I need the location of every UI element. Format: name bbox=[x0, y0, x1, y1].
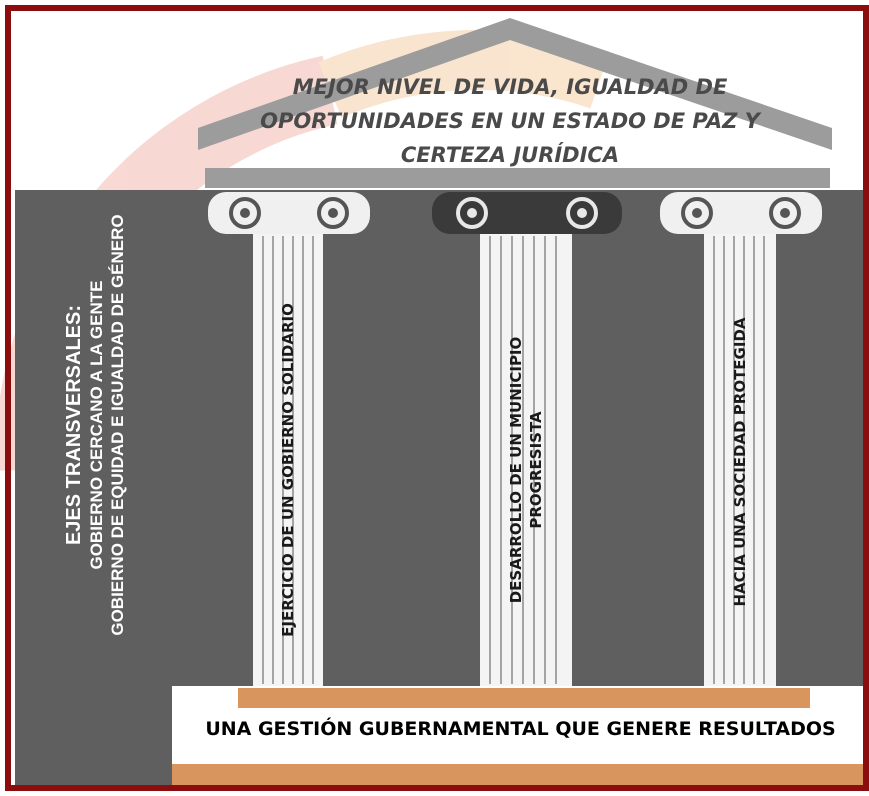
roof-pediment bbox=[198, 18, 832, 188]
pillar-2-label: DESARROLLO DE UN MUNICIPIO PROGRESISTA bbox=[506, 337, 546, 604]
pillar-3-label: HACIA UNA SOCIEDAD PROTEGIDA bbox=[730, 318, 750, 607]
base-platform bbox=[172, 686, 869, 786]
pillar-2-line-1: DESARROLLO DE UN MUNICIPIO bbox=[507, 336, 525, 604]
pillar-1 bbox=[208, 192, 370, 686]
frame-border bbox=[5, 5, 869, 791]
pillar-1-line-1: EJERCICIO DE UN GOBIERNO SOLIDARIO bbox=[279, 303, 297, 637]
pillar-2-line-2: PROGRESISTA bbox=[527, 411, 545, 529]
roof-line-1: MEJOR NIVEL DE VIDA, IGUALDAD DE bbox=[292, 75, 728, 99]
side-line-1: EJES TRANSVERSALES: bbox=[63, 304, 85, 546]
pillar-3-line-1: HACIA UNA SOCIEDAD PROTEGIDA bbox=[731, 317, 749, 607]
pillar-2 bbox=[432, 192, 622, 686]
roof-line-3: CERTEZA JURÍDICA bbox=[400, 143, 620, 167]
pillar-1-label: EJERCICIO DE UN GOBIERNO SOLIDARIO bbox=[278, 303, 298, 637]
roof-line-2: OPORTUNIDADES EN UN ESTADO DE PAZ Y bbox=[260, 109, 760, 133]
transversal-axes-label: EJES TRANSVERSALES: GOBIERNO CERCANO A L… bbox=[62, 165, 128, 685]
side-line-2: GOBIERNO CERCANO A LA GENTE bbox=[87, 280, 106, 570]
base-label: UNA GESTIÓN GUBERNAMENTAL QUE GENERE RES… bbox=[205, 718, 836, 740]
roof-title: MEJOR NIVEL DE VIDA, IGUALDAD DE OPORTUN… bbox=[250, 70, 770, 172]
pillar-3 bbox=[660, 192, 822, 686]
side-line-3: GOBIERNO DE EQUIDAD E IGUALDAD DE GÉNERO bbox=[108, 214, 127, 636]
